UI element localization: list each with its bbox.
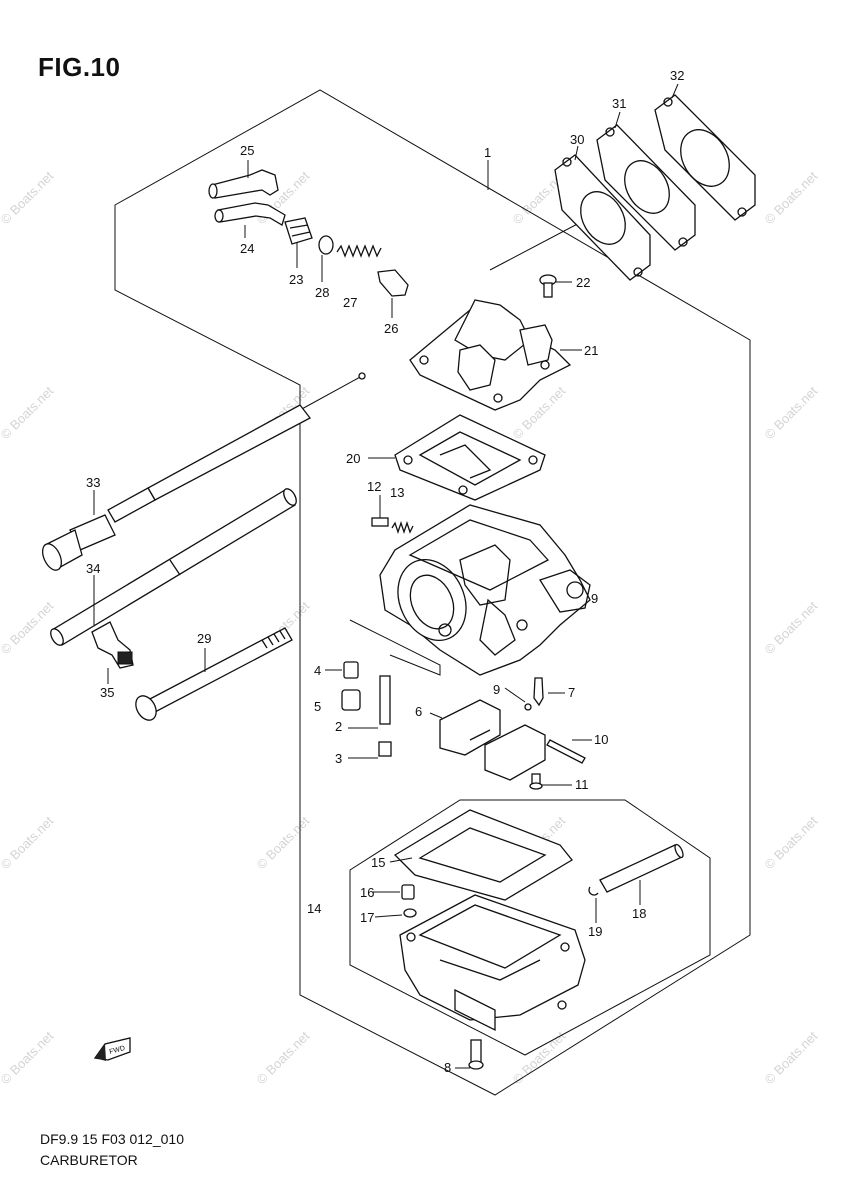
callout-19: 19 — [588, 924, 602, 939]
callout-16: 16 — [360, 885, 374, 900]
watermark: © Boats.net — [254, 813, 313, 872]
callout-23: 23 — [289, 272, 303, 287]
callout-labels: 1 2 3 4 5 6 7 8 9 9 10 11 12 13 14 15 16… — [86, 68, 684, 1075]
spring-27 — [336, 244, 382, 258]
spring-13 — [391, 520, 414, 535]
callout-20: 20 — [346, 451, 360, 466]
watermark: © Boats.net — [0, 813, 57, 872]
float-pin-10 — [546, 739, 586, 764]
assembly-outline — [114, 89, 751, 1096]
diagram-name: CARBURETOR — [40, 1152, 138, 1168]
callout-22: 22 — [576, 275, 590, 290]
flange-gasket-32 — [654, 94, 756, 221]
callout-5: 5 — [314, 699, 321, 714]
callout-33: 33 — [86, 475, 100, 490]
watermark: © Boats.net — [254, 1028, 313, 1087]
watermark: © Boats.net — [0, 1028, 57, 1087]
callout-7: 7 — [568, 685, 575, 700]
flange-gasket-31 — [596, 124, 696, 251]
jet-4 — [343, 661, 359, 679]
watermark: © Boats.net — [510, 1028, 569, 1087]
callout-17: 17 — [360, 910, 374, 925]
nut-23 — [284, 217, 313, 245]
screw-22 — [539, 274, 557, 298]
leader-lines — [93, 83, 679, 1069]
callout-24: 24 — [240, 241, 254, 256]
watermark: © Boats.net — [762, 1028, 821, 1087]
elbow-fitting-25 — [208, 169, 279, 199]
hose-34 — [50, 488, 297, 646]
float-needle-7 — [533, 677, 544, 707]
svg-text:FWD: FWD — [109, 1045, 126, 1056]
watermark: © Boats.net — [0, 383, 57, 442]
long-bolt-29 — [135, 627, 293, 721]
callout-25: 25 — [240, 143, 254, 158]
callout-32: 32 — [670, 68, 684, 83]
callout-2: 2 — [335, 719, 342, 734]
clip-9 — [524, 703, 532, 711]
choke-cable-33 — [41, 372, 366, 571]
watermark: © Boats.net — [762, 383, 821, 442]
callout-3: 3 — [335, 751, 342, 766]
callout-15: 15 — [371, 855, 385, 870]
callout-10: 10 — [594, 732, 608, 747]
diaphragm-gasket-20 — [394, 414, 546, 501]
callout-21: 21 — [584, 343, 598, 358]
callout-9b: 9 — [591, 591, 598, 606]
o-ring-28 — [318, 235, 334, 255]
emulsion-tube-2 — [379, 675, 391, 725]
callout-14: 14 — [307, 901, 321, 916]
pilot-screw-12 — [371, 517, 389, 527]
watermark: © Boats.net — [762, 168, 821, 227]
callout-35: 35 — [100, 685, 114, 700]
callout-31: 31 — [612, 96, 626, 111]
main-jet-3 — [378, 741, 392, 757]
callout-18: 18 — [632, 906, 646, 921]
callout-9a: 9 — [493, 682, 500, 697]
callout-29: 29 — [197, 631, 211, 646]
screw-8 — [468, 1039, 484, 1070]
elbow-fitting-24 — [214, 202, 286, 226]
callout-30: 30 — [570, 132, 584, 147]
float-6 — [439, 699, 546, 781]
callout-13: 13 — [390, 485, 404, 500]
float-chamber-outline — [349, 799, 711, 1056]
watermark: © Boats.net — [762, 598, 821, 657]
callout-28: 28 — [315, 285, 329, 300]
callout-34: 34 — [86, 561, 100, 576]
flange-gasket-30 — [554, 154, 651, 281]
screw-11 — [529, 773, 543, 790]
top-cover-21 — [409, 299, 572, 411]
jet-5 — [341, 689, 361, 711]
callout-26: 26 — [384, 321, 398, 336]
mid-outline — [349, 619, 441, 676]
hose-clip-19 — [588, 886, 599, 896]
drain-screw-16 — [401, 884, 415, 900]
float-chamber — [399, 894, 586, 1032]
plunger-26 — [377, 269, 409, 297]
figure-title: FIG.10 — [38, 52, 121, 82]
watermark: © Boats.net — [0, 168, 57, 227]
watermark: © Boats.net — [0, 598, 57, 657]
callout-1: 1 — [484, 145, 491, 160]
clip-35 — [91, 621, 134, 669]
fwd-arrow-icon: FWD — [93, 1037, 131, 1061]
o-ring-17 — [403, 908, 417, 918]
watermark: © Boats.net — [762, 813, 821, 872]
diagram-code: DF9.9 15 F03 012_010 — [40, 1131, 184, 1147]
upper-body-outline — [489, 219, 586, 271]
callout-27: 27 — [343, 295, 357, 310]
callout-6: 6 — [415, 704, 422, 719]
carburetor-body — [379, 504, 591, 676]
callout-4: 4 — [314, 663, 321, 678]
callout-8: 8 — [444, 1060, 451, 1075]
float-chamber-gasket-15 — [393, 809, 573, 901]
callout-12: 12 — [367, 479, 381, 494]
drain-hose-18 — [599, 843, 684, 893]
callout-11: 11 — [575, 777, 589, 792]
